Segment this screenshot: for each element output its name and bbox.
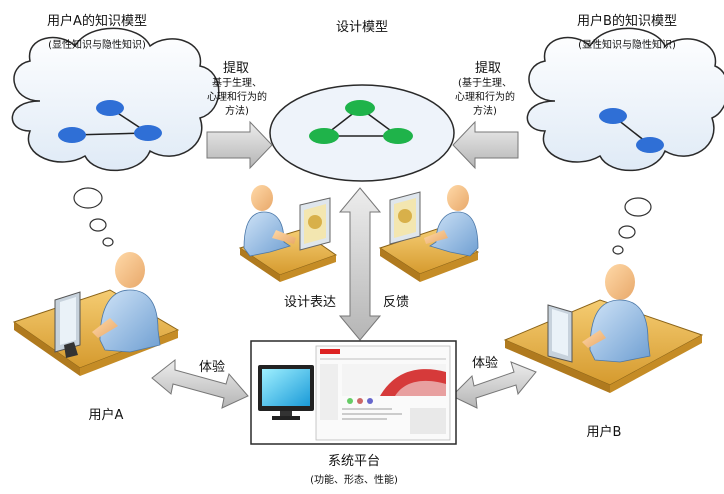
user-b-label: 用户B [586,425,622,440]
user-a-figure [12,252,180,376]
thought-bubble-large [624,197,652,217]
feedback-label: 反馈 [382,295,409,310]
designer-right-figure [378,185,480,282]
design-node [383,128,413,144]
platform-title: 系统平台 [327,454,380,469]
user-a-label: 用户A [88,408,124,423]
extract-arrow-left [206,120,273,170]
design-model-ellipse [269,84,455,182]
user-b-figure [503,264,704,393]
designer-left-figure [238,185,338,282]
user-b-model-subtitle: (显性知识与隐性知识) [578,40,676,51]
extract-left-note-1: 基于生理、 [212,78,262,89]
design-node [345,100,375,116]
experience-arrow-right [451,361,537,409]
knowledge-node [134,125,162,141]
experience-right-label: 体验 [471,356,498,371]
thought-bubble-large [73,187,103,209]
extract-left-note-2: 心理和行为的 [207,92,267,103]
user-b-model-title: 用户B的知识模型 [577,14,677,29]
user-a-model-title: 用户A的知识模型 [47,14,147,29]
knowledge-node [599,108,627,124]
extract-right-note-1: (基于生理、 [458,78,512,89]
extract-right-note-2: 心理和行为的 [455,92,515,103]
thought-bubble-medium [89,218,107,232]
experience-left-label: 体验 [198,360,225,375]
design-expression-label: 设计表达 [283,295,336,310]
platform-subtitle: (功能、形态、性能) [310,475,398,486]
system-platform-panel [250,340,457,445]
thought-bubble-small [612,245,624,255]
knowledge-node [636,137,664,153]
thought-bubble-medium [618,225,636,239]
design-feedback-arrow [338,187,382,341]
user-a-model-subtitle: (显性知识与隐性知识) [48,40,146,51]
extract-right-label: 提取 [474,61,501,76]
knowledge-node [58,127,86,143]
experience-arrow-left [151,358,249,409]
extract-right-note-3: 方法) [473,106,497,117]
design-node [309,128,339,144]
extract-left-label: 提取 [222,61,249,76]
design-model-title: 设计模型 [335,20,388,35]
extract-arrow-right [452,120,519,170]
thought-bubble-small [102,237,114,247]
user-b-knowledge-cloud [526,27,724,255]
user-a-knowledge-cloud [11,27,220,247]
knowledge-node [96,100,124,116]
extract-left-note-3: 方法) [225,106,249,117]
